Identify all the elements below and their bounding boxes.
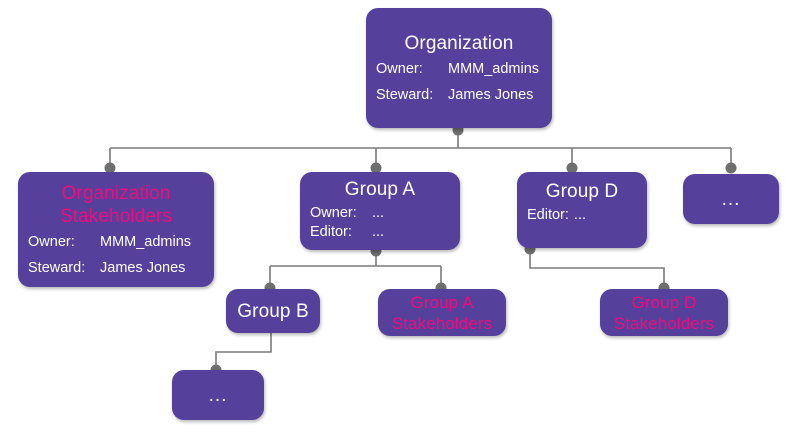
node-group-a-stakeholders-title: Group A Stakeholders (391, 292, 493, 333)
node-group-d-title: Group D (545, 181, 619, 202)
node-group-a-title: Group A (344, 179, 416, 200)
connector-dot-more-top (725, 162, 737, 174)
node-group-d[interactable]: Group D Editor: ... (517, 172, 647, 248)
node-group-a-owner-row: Owner: ... (310, 205, 450, 222)
node-organization-owner-row: Owner: MMM_admins (376, 61, 542, 78)
node-organization-steward-value: James Jones (448, 87, 534, 103)
node-organization-steward-key: Steward: (376, 87, 434, 103)
node-organization-stakeholders-owner-row: Owner: MMM_admins (28, 234, 204, 251)
node-group-a-owner-value: ... (372, 205, 385, 221)
node-organization-stakeholders-owner-value: MMM_admins (100, 234, 192, 250)
node-organization-stakeholders-steward-row: Steward: James Jones (28, 260, 204, 277)
node-group-a-editor-key: Editor: (310, 224, 352, 240)
node-more-bottom-title: ... (208, 384, 228, 406)
node-organization-stakeholders-title: Organization Stakeholders (59, 183, 173, 227)
node-organization-owner-value: MMM_admins (448, 61, 540, 77)
node-group-d-stakeholders-title: Group D Stakeholders (613, 292, 715, 333)
node-group-a-stakeholders[interactable]: Group A Stakeholders (378, 289, 506, 336)
node-group-a-owner-key: Owner: (310, 205, 357, 221)
node-group-d-editor-row: Editor: ... (527, 207, 637, 224)
node-organization-stakeholders-steward-key: Steward: (28, 260, 86, 276)
node-group-b-title: Group B (237, 300, 309, 322)
edge-to-more-bottom (215, 331, 272, 368)
node-organization[interactable]: Organization Owner: MMM_admins Steward: … (366, 8, 552, 128)
edge-to-group-d-stakeholders (529, 248, 665, 286)
node-group-a-editor-value: ... (372, 224, 385, 240)
node-organization-steward-row: Steward: James Jones (376, 87, 542, 104)
node-organization-owner-key: Owner: (376, 61, 423, 77)
node-group-b[interactable]: Group B (226, 289, 320, 333)
node-more-top-title: ... (721, 188, 741, 210)
node-organization-stakeholders-owner-key: Owner: (28, 234, 75, 250)
node-organization-stakeholders-steward-value: James Jones (100, 260, 186, 276)
node-organization-stakeholders[interactable]: Organization Stakeholders Owner: MMM_adm… (18, 172, 214, 287)
node-group-d-editor-value: ... (573, 207, 587, 223)
node-more-top[interactable]: ... (683, 174, 779, 224)
node-group-d-stakeholders[interactable]: Group D Stakeholders (600, 289, 728, 336)
node-group-d-editor-key: Editor: (527, 207, 569, 223)
node-more-bottom[interactable]: ... (172, 370, 264, 420)
node-group-a-editor-row: Editor: ... (310, 224, 450, 241)
node-group-a[interactable]: Group A Owner: ... Editor: ... (300, 172, 460, 250)
node-organization-title: Organization (404, 33, 514, 54)
